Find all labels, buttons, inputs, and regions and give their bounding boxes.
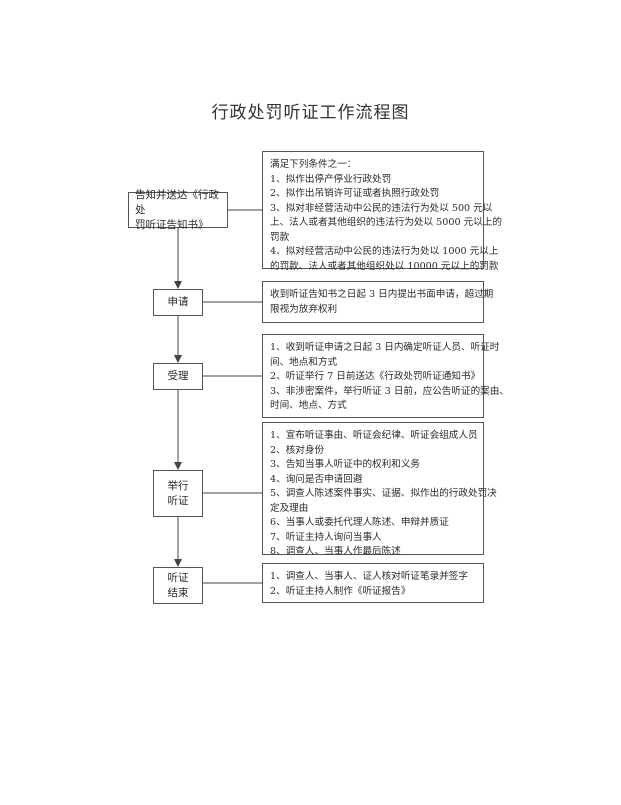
note-line: 7、听证主持人询问当事人 <box>270 531 382 543</box>
note-line: 的罚款、法人或者其他组织处以 10000 元以上的罚款 <box>270 260 499 272</box>
note-line: 时间、地点、方式 <box>270 400 347 411</box>
note-line: 定及理由 <box>270 502 309 514</box>
step-end-label: 听证 结束 <box>167 571 189 599</box>
note-line: 3、告知当事人听证中的权利和义务 <box>270 459 421 470</box>
note-line: 2、听证主持人制作《听证报告》 <box>270 585 411 597</box>
step-notify: 告知并送达《行政处 罚听证告知书》 <box>128 189 228 231</box>
note-line: 3、非涉密案件，举行听证 3 日前，应公告听证的案由、 <box>270 385 509 397</box>
note-apply: 收到听证告知书之日起 3 日内提出书面申请，超过期 限视为放弃权利 <box>262 281 494 323</box>
page-title: 行政处罚听证工作流程图 <box>211 103 410 123</box>
note-line: 满足下列条件之一： <box>270 159 357 170</box>
note-line: 5、调查人陈述案件事实、证据、拟作出的行政处罚决 <box>270 488 497 499</box>
note-line: 2、拟作出吊销许可证或者执照行政处罚 <box>270 188 440 199</box>
note-line: 1、宣布听证事由、听证会纪律、听证会组成人员 <box>270 430 478 441</box>
step-notify-label: 告知并送达《行政处 罚听证告知书》 <box>135 188 219 231</box>
note-line: 3、拟对非经营活动中公民的违法行为处以 500 元以 <box>270 202 493 214</box>
step-apply-label: 申请 <box>167 296 189 308</box>
note-line: 8、调查人、当事人作最后陈述 <box>270 546 401 557</box>
note-line: 1、收到听证申请之日起 3 日内确定听证人员、听证时 <box>270 342 500 353</box>
step-end: 听证 结束 <box>153 567 203 604</box>
note-hearing: 1、宣布听证事由、听证会纪律、听证会组成人员 2、核对身份 3、告知当事人听证中… <box>262 422 497 557</box>
note-accept: 1、收到听证申请之日起 3 日内确定听证人员、听证时 间、地点和方式 2、听证举… <box>262 334 509 418</box>
step-accept-label: 受理 <box>167 370 189 382</box>
step-apply: 申请 <box>153 289 203 316</box>
step-accept: 受理 <box>153 363 203 390</box>
note-notify: 满足下列条件之一： 1、拟作出停产停业行政处罚 2、拟作出吊销许可证或者执照行政… <box>262 151 502 272</box>
note-line: 6、当事人或委托代理人陈述、申辩并质证 <box>270 517 449 528</box>
step-hearing-label: 举行 听证 <box>167 479 189 507</box>
note-line: 4、拟对经营活动中公民的违法行为处以 1000 元以上 <box>270 246 499 257</box>
step-hearing: 举行 听证 <box>153 470 203 517</box>
note-end: 1、调查人、当事人、证人核对听证笔录并签字 2、听证主持人制作《听证报告》 <box>262 563 484 603</box>
note-line: 间、地点和方式 <box>270 356 338 368</box>
note-line: 2、核对身份 <box>270 444 325 456</box>
note-line: 限视为放弃权利 <box>270 303 338 315</box>
note-line: 2、听证举行 7 日前送达《行政处罚听证通知书》 <box>270 371 481 382</box>
note-line: 1、调查人、当事人、证人核对听证笔录并签字 <box>270 571 468 582</box>
note-line: 收到听证告知书之日起 3 日内提出书面申请，超过期 <box>270 289 494 300</box>
note-line: 4、询问是否申请回避 <box>270 473 363 485</box>
note-line: 1、拟作出停产停业行政处罚 <box>270 173 392 185</box>
note-line: 罚款 <box>270 231 290 243</box>
note-line: 上、法人或者其他组织的违法行为处以 5000 元以上的 <box>270 217 502 228</box>
